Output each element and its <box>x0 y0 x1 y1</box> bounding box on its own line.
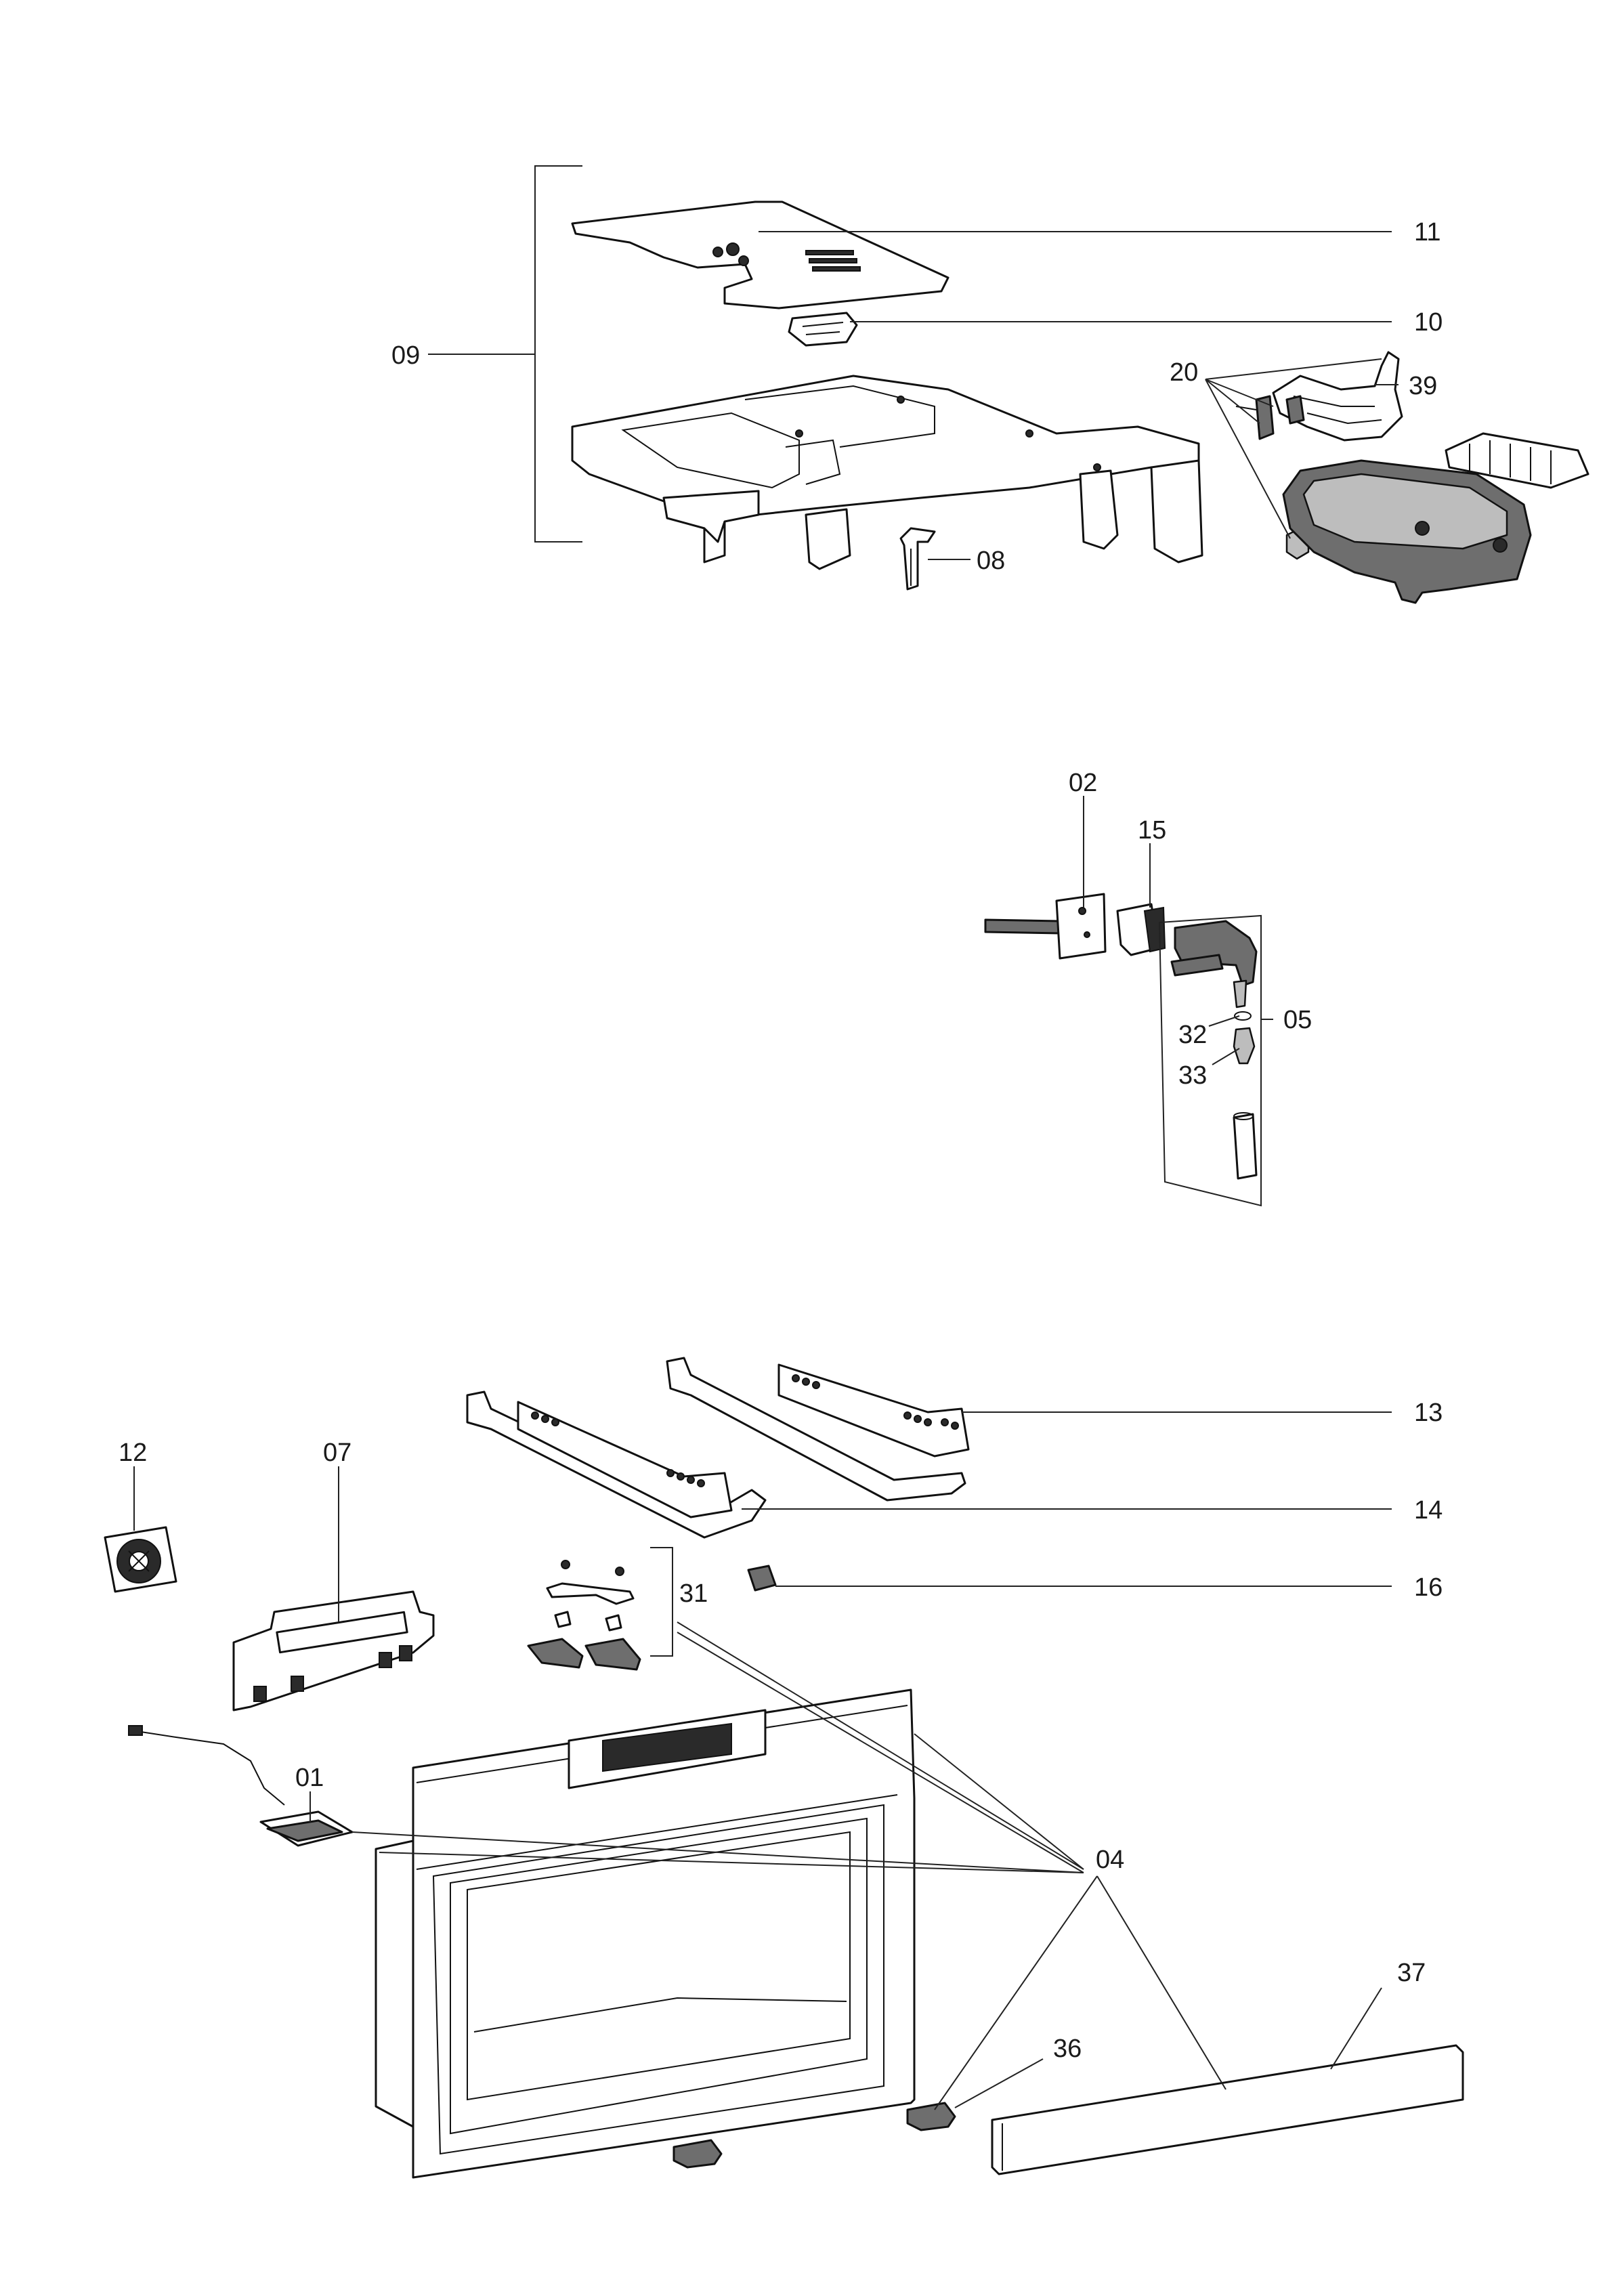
part-04-door <box>375 1688 916 2179</box>
top-assembly <box>428 165 1589 604</box>
part-10-clip <box>788 312 858 347</box>
part-12-fan <box>104 1526 177 1593</box>
callout-16: 16 <box>1414 1573 1443 1602</box>
callout-05: 05 <box>1283 1006 1312 1034</box>
callout-labels: 11 10 09 20 39 08 02 15 05 32 33 13 14 1… <box>119 218 1443 2063</box>
callout-07: 07 <box>323 1439 351 1467</box>
callout-14: 14 <box>1414 1496 1443 1525</box>
middle-assembly <box>984 893 1262 1207</box>
part-07-display-frame <box>232 1590 435 1712</box>
part-39-latch <box>1272 351 1403 442</box>
callout-20: 20 <box>1170 358 1198 387</box>
callout-37: 37 <box>1397 1959 1426 1987</box>
callout-13: 13 <box>1414 1399 1443 1427</box>
part-09-chassis <box>571 375 1203 570</box>
part-01-sensor-board <box>128 1725 354 1847</box>
callout-15: 15 <box>1138 816 1166 845</box>
callout-12: 12 <box>119 1439 147 1467</box>
bottom-assembly <box>104 1357 1464 2179</box>
part-cylinder <box>1233 1112 1258 1180</box>
callout-36: 36 <box>1053 2035 1082 2063</box>
callout-39: 39 <box>1409 372 1437 400</box>
callout-02: 02 <box>1069 769 1097 797</box>
part-08-pin <box>899 527 936 591</box>
drip-grille <box>1445 432 1589 489</box>
callout-11: 11 <box>1414 218 1440 247</box>
part-32-o-ring <box>1234 1011 1252 1021</box>
callout-10: 10 <box>1414 308 1443 337</box>
part-16-connector <box>747 1565 777 1592</box>
callout-33: 33 <box>1178 1061 1207 1090</box>
callout-08: 08 <box>977 547 1005 575</box>
part-33-nozzle <box>1233 1027 1256 1065</box>
callout-01: 01 <box>295 1764 324 1792</box>
drip-tray <box>1282 459 1532 604</box>
part-31-hardware <box>527 1547 673 1671</box>
callout-09: 09 <box>391 341 420 370</box>
callout-32: 32 <box>1178 1021 1207 1049</box>
leader-lines <box>133 231 1399 2110</box>
part-11-cover-plate <box>571 200 949 310</box>
part-13-rail <box>666 1357 970 1502</box>
part-05-valve <box>1170 920 1258 1008</box>
part-36-clip <box>673 2102 956 2169</box>
part-15-switch <box>1116 903 1166 956</box>
callout-04: 04 <box>1096 1846 1124 1874</box>
callout-31: 31 <box>679 1579 708 1608</box>
part-37-trim-strip <box>991 2044 1464 2175</box>
part-02-board <box>984 893 1107 960</box>
part-14-rail <box>466 1390 767 1539</box>
